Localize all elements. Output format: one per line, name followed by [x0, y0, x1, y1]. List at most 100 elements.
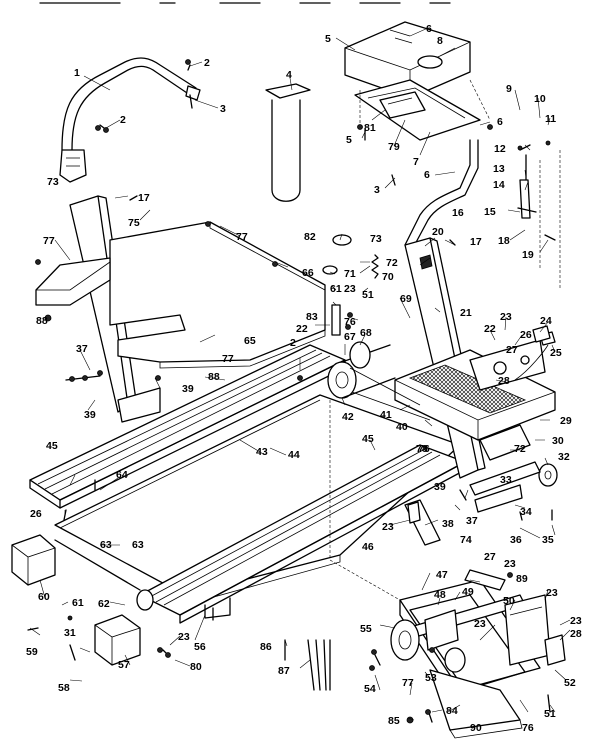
callout-60: 60 [38, 591, 50, 603]
front-roller-62 [54, 539, 154, 611]
callout-2: 2 [290, 337, 296, 349]
callout-36: 36 [510, 534, 522, 546]
callout-39: 39 [434, 481, 446, 493]
pulse-grip-20 [419, 254, 433, 270]
callout-72: 72 [514, 443, 526, 455]
callout-11: 11 [545, 113, 556, 125]
callout-25: 25 [550, 347, 562, 359]
callout-59: 59 [26, 646, 38, 658]
callout-1: 1 [74, 67, 80, 79]
callout-40: 40 [396, 421, 408, 433]
callout-51: 51 [362, 289, 374, 301]
callout-15: 15 [484, 206, 496, 218]
callout-83: 83 [306, 311, 318, 323]
callout-70: 70 [382, 271, 394, 283]
roller-bracket-33 [469, 461, 541, 496]
callout-23: 23 [504, 558, 516, 570]
left-handrail-bracket [59, 149, 87, 183]
callout-80: 80 [190, 661, 202, 673]
callout-18: 18 [498, 235, 510, 247]
callout-90: 90 [470, 722, 482, 734]
callout-77: 77 [236, 231, 248, 243]
callout-88: 88 [36, 315, 48, 327]
callout-72: 72 [386, 257, 398, 269]
callout-77: 77 [43, 235, 55, 247]
callout-26: 26 [30, 508, 42, 520]
callout-63: 63 [100, 539, 112, 551]
elevation-wheel-55 [390, 619, 420, 661]
callout-6: 6 [497, 116, 503, 128]
callout-76: 76 [522, 722, 534, 734]
callout-14: 14 [493, 179, 505, 191]
link-arm-89 [464, 569, 506, 591]
callout-56: 56 [194, 641, 206, 653]
callout-47: 47 [436, 569, 448, 581]
callout-87: 87 [278, 665, 290, 677]
callout-61: 61 [72, 597, 84, 609]
callout-22: 22 [296, 323, 308, 335]
motor-end-52 [544, 634, 566, 666]
spring-70 [371, 254, 379, 279]
callout-88: 88 [208, 371, 220, 383]
callout-4: 4 [286, 69, 292, 81]
callout-39: 39 [84, 409, 96, 421]
callout-76: 76 [418, 443, 430, 455]
callout-65: 65 [244, 335, 256, 347]
incline-bar-74 [474, 484, 523, 513]
callout-31: 31 [64, 627, 76, 639]
callout-48: 48 [434, 589, 446, 601]
callout-5: 5 [325, 33, 331, 45]
callout-28: 28 [498, 375, 510, 387]
rear-roller-32 [538, 463, 558, 487]
base-plate-90 [429, 669, 523, 739]
callout-26: 26 [520, 329, 532, 341]
callout-37: 37 [466, 515, 478, 527]
callout-labels: 1 2 2 2 3 3 4 5 5 6 6 6 7 8 9 10 11 12 1… [26, 23, 582, 734]
side-rail-pad-77 [35, 257, 111, 306]
callout-71: 71 [344, 268, 356, 280]
callout-30: 30 [552, 435, 564, 447]
callout-43: 43 [256, 446, 268, 458]
callout-58: 58 [58, 682, 70, 694]
elevation-motor-30 [479, 424, 531, 461]
callout-38: 38 [442, 518, 454, 530]
callout-17: 17 [470, 236, 482, 248]
callout-44: 44 [288, 449, 300, 461]
callout-77: 77 [402, 677, 414, 689]
callout-7: 7 [413, 156, 419, 168]
callout-79: 79 [388, 141, 400, 153]
callout-9: 9 [506, 83, 512, 95]
ferrite-bead-82 [332, 234, 352, 246]
callout-29: 29 [560, 415, 572, 427]
shaft-83 [331, 304, 341, 336]
callout-12: 12 [494, 143, 506, 155]
callout-23: 23 [178, 631, 190, 643]
callout-8: 8 [437, 35, 443, 47]
callout-89: 89 [516, 573, 528, 585]
rear-leg-56 [204, 597, 231, 621]
callout-10: 10 [534, 93, 546, 105]
clip-24 [532, 325, 551, 343]
callout-51: 51 [544, 708, 556, 720]
callout-84: 84 [446, 705, 458, 717]
callout-23: 23 [344, 283, 356, 295]
callout-23: 23 [500, 311, 512, 323]
callout-54: 54 [364, 683, 376, 695]
callout-74: 74 [460, 534, 472, 546]
callout-78: 78 [416, 443, 428, 455]
callout-66: 66 [302, 267, 314, 279]
callout-73: 73 [47, 176, 59, 188]
display-board-81 [379, 91, 426, 119]
leader-lines [29, 27, 571, 721]
callout-5: 5 [346, 134, 352, 146]
callout-77: 77 [222, 353, 234, 365]
callout-32: 32 [558, 451, 570, 463]
callout-46: 46 [362, 541, 374, 553]
motor-belt-41 [349, 367, 431, 421]
callout-23: 23 [570, 615, 582, 627]
callout-41: 41 [380, 409, 392, 421]
callout-37: 37 [76, 343, 88, 355]
callout-34: 34 [520, 506, 532, 518]
callout-52: 52 [564, 677, 576, 689]
callout-23: 23 [546, 587, 558, 599]
